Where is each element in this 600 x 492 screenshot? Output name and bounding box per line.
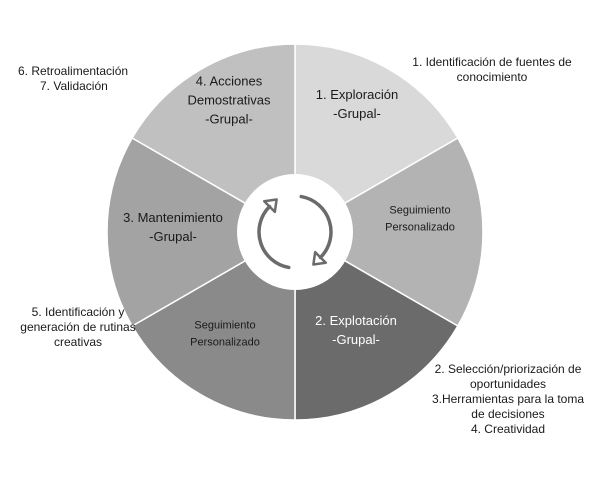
segment-label-line: 3. Mantenimiento <box>123 210 223 225</box>
note-line: 4. Creatividad <box>470 422 546 436</box>
segment-label-line: -Grupal- <box>332 332 380 347</box>
note-line: conocimiento <box>456 70 528 84</box>
segment-acciones <box>131 43 296 234</box>
segment-label-line: 2. Explotación <box>315 313 397 328</box>
note-bottom-right: 2. Selección/priorización de oportunidad… <box>420 362 596 437</box>
note-line: 2. Selección/priorización de <box>434 362 582 376</box>
note-line: 5. Identificación y <box>31 305 125 319</box>
segment-label-line: -Grupal- <box>205 112 253 127</box>
note-line: 7. Validación <box>40 79 108 93</box>
note-top-right: 1. Identificación de fuentes de conocimi… <box>392 55 592 85</box>
note-line: de decisiones <box>471 407 545 421</box>
segment-label-line: Seguimiento <box>194 319 255 331</box>
segment-label-exploracion: 1. Exploración -Grupal- <box>316 87 398 121</box>
note-top-left: 6. Retroalimentación 7. Validación <box>18 64 128 94</box>
note-line: creativas <box>53 335 103 349</box>
note-line: 1. Identificación de fuentes de <box>412 55 572 69</box>
segment-label-line: 1. Exploración <box>316 87 398 102</box>
note-line: oportunidades <box>469 377 547 391</box>
segment-mantenimiento <box>106 136 297 328</box>
segment-label-line: -Grupal- <box>333 106 381 121</box>
note-bottom-left: 5. Identificación y generación de rutina… <box>4 305 152 350</box>
segment-label-line: Personalizado <box>190 336 260 348</box>
note-line: 6. Retroalimentación <box>18 64 129 78</box>
segment-seguimiento-1 <box>293 136 484 328</box>
segment-seguimiento-2 <box>131 230 296 421</box>
segment-label-line: Demostrativas <box>187 93 271 108</box>
segment-label-line: -Grupal- <box>149 229 197 244</box>
segment-label-mantenimiento: 3. Mantenimiento -Grupal- <box>123 210 223 244</box>
note-line: 3.Herramientas para la toma <box>431 392 585 406</box>
segment-label-explotacion: 2. Explotación -Grupal- <box>315 313 397 347</box>
segment-label-line: Seguimiento <box>389 204 450 216</box>
segment-exploracion <box>294 43 459 234</box>
refresh-cycle-icon <box>257 194 333 270</box>
segment-explotacion <box>294 230 459 421</box>
center-hub <box>237 174 353 290</box>
segment-label-line: 4. Acciones <box>196 74 263 89</box>
segment-label-line: Personalizado <box>385 221 455 233</box>
note-line: generación de rutinas <box>20 320 136 334</box>
